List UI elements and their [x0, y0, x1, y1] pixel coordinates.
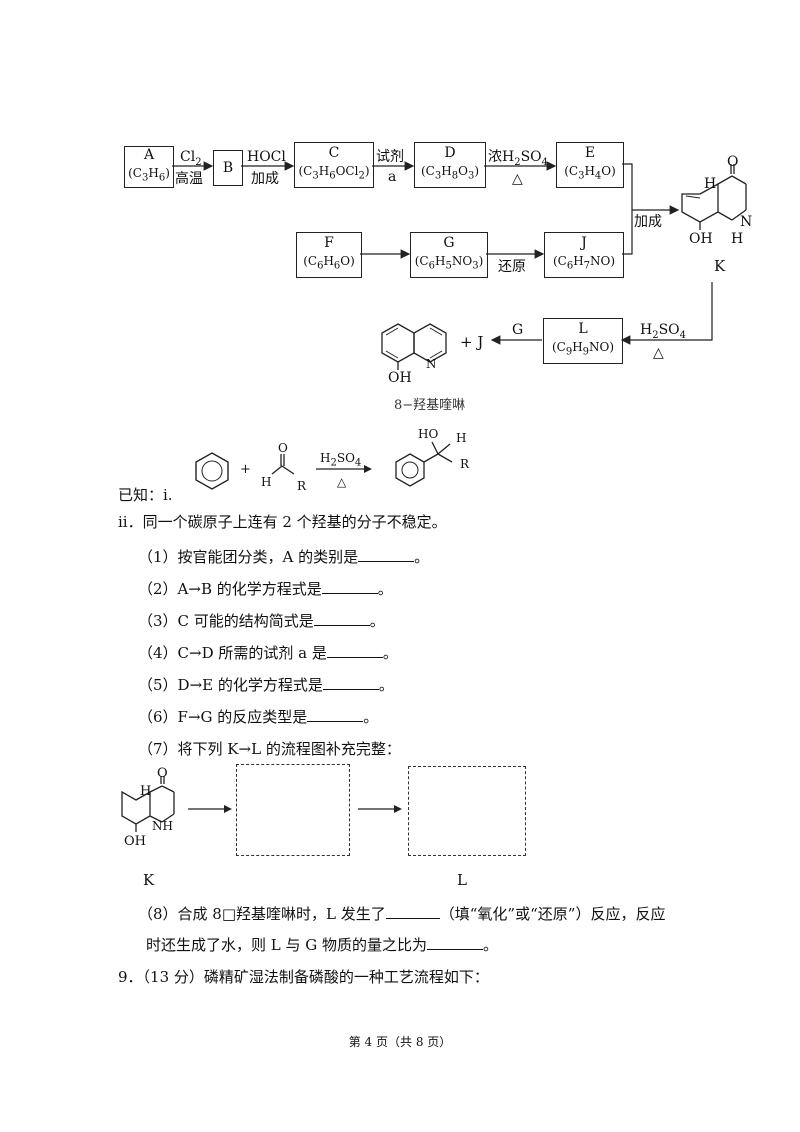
- k-label: K: [714, 257, 726, 275]
- known-arrow: [316, 465, 372, 473]
- compound-c-name: C: [328, 145, 340, 162]
- compound-l-formula: (C9H9NO): [551, 340, 615, 358]
- compound-g-name: G: [443, 235, 455, 252]
- arrow-a-b-top-label: Cl2: [180, 149, 202, 168]
- arrow-d-e-top-label: 浓H2SO4: [488, 149, 549, 168]
- compound-a-formula: (C3H6): [128, 166, 170, 184]
- arrow-c-d-top-label: 试剂: [376, 149, 404, 165]
- question-2: （2）A→B 的化学方程式是。: [138, 580, 393, 598]
- connector-e-j: [622, 163, 633, 255]
- aldehyde-o: O: [278, 441, 288, 455]
- compound-l-name: L: [578, 321, 588, 338]
- compound-f-formula: (C6H6O): [303, 254, 355, 272]
- compound-d-name: D: [444, 145, 456, 162]
- aldehyde-r: R: [297, 479, 307, 493]
- compound-e-formula: (C3H4O): [564, 164, 616, 182]
- answer-blank-8b[interactable]: [427, 949, 484, 950]
- answer-blank-1[interactable]: [358, 561, 415, 562]
- answer-blank-3[interactable]: [313, 625, 370, 626]
- k-small-h: H: [140, 784, 152, 799]
- compound-c-formula: (C3H6OCl2): [298, 164, 370, 182]
- question-3: （3）C 可能的结构简式是。: [138, 612, 385, 630]
- flow-arrows: [172, 161, 713, 345]
- compound-box-c: C (C3H6OCl2): [294, 142, 374, 188]
- arrow-a-b-bottom-label: 高温: [175, 171, 203, 187]
- arrow-b-c-top-label: HOCl: [247, 149, 286, 165]
- k-mol-h: H: [704, 176, 717, 192]
- answer-blank-6[interactable]: [307, 721, 364, 722]
- compound-d-formula: (C3H8O3): [421, 164, 479, 182]
- compound-box-a: A (C3H6): [124, 146, 174, 188]
- arrow-g-j-bottom-label: 还原: [498, 259, 526, 275]
- question-4: （4）C→D 所需的试剂 a 是。: [138, 644, 398, 662]
- arrow-k-l: [620, 282, 713, 345]
- quinoline-n: N: [426, 357, 437, 371]
- intermediate-box-1[interactable]: [236, 764, 350, 856]
- compound-e-name: E: [584, 145, 596, 162]
- aldehyde-structure: [271, 454, 295, 475]
- arrow-l-product-top-label: G: [512, 322, 524, 338]
- compound-box-g: G (C6H5NO3): [410, 232, 488, 278]
- known-ii: ii．同一个碳原子上连有 2 个羟基的分子不稳定。: [118, 513, 447, 531]
- compound-f-name: F: [324, 235, 334, 252]
- quinoline-molecule: [381, 323, 447, 370]
- intermediate-box-2[interactable]: [408, 766, 526, 856]
- aldehyde-h: H: [261, 475, 272, 489]
- compound-a-name: A: [143, 147, 155, 164]
- k-l-arrow-2: [358, 805, 402, 813]
- page-footer: 第 4 页（共 8 页）: [348, 1035, 452, 1049]
- product-name: 8−羟基喹啉: [394, 398, 466, 413]
- k-scheme-k-label: K: [143, 871, 155, 889]
- question-1: （1）按官能团分类，A 的类别是。: [138, 548, 430, 566]
- known-product-ho: HO: [418, 427, 439, 441]
- known-plus: +: [240, 462, 251, 477]
- k-small-oh: OH: [124, 834, 146, 849]
- known-product-r: R: [460, 457, 470, 471]
- answer-blank-8a[interactable]: [385, 918, 440, 919]
- compound-box-b: B: [213, 150, 243, 186]
- arrow-b-c-bottom-label: 加成: [251, 171, 279, 187]
- k-mol-oh: OH: [689, 231, 713, 247]
- question-7: （7）将下列 K→L 的流程图补充完整：: [138, 740, 401, 758]
- arrow-c-d-bottom-label: a: [388, 169, 397, 185]
- known-arrow-bottom: △: [337, 475, 347, 489]
- compound-box-e: E (C3H4O): [556, 142, 624, 188]
- compound-b-name: B: [222, 160, 234, 176]
- k-l-arrow-1: [188, 805, 232, 813]
- question-5: （5）D→E 的化学方程式是。: [138, 676, 394, 694]
- k-small-nh: NH: [152, 819, 173, 833]
- arrow-d-e-bottom-label: △: [512, 171, 523, 187]
- arrow-k-l-top-label: H2SO4: [640, 322, 687, 341]
- question-8-line-2: 时还生成了水，则 L 与 G 物质的量之比为。: [146, 936, 499, 954]
- compound-j-formula: (C6H7NO): [552, 254, 616, 272]
- answer-blank-5[interactable]: [322, 689, 379, 690]
- k-structure-small: [121, 776, 175, 832]
- product-plus-j: + J: [460, 333, 484, 351]
- compound-box-j: J (C6H7NO): [544, 232, 624, 278]
- question-9: 9．（13 分）磷精矿湿法制备磷酸的一种工艺流程如下：: [118, 968, 489, 986]
- quinoline-oh: OH: [388, 370, 412, 386]
- k-mol-nh-h: H: [731, 231, 744, 247]
- compound-box-l: L (C9H9NO): [543, 318, 623, 364]
- arrow-k-l-bottom-label: △: [653, 345, 664, 361]
- compound-g-formula: (C6H5NO3): [414, 254, 484, 272]
- known-product-structure: [395, 441, 453, 487]
- compound-box-f: F (C6H6O): [296, 232, 362, 278]
- compound-box-d: D (C3H8O3): [414, 142, 486, 188]
- question-6: （6）F→G 的反应类型是。: [138, 708, 379, 726]
- answer-blank-2[interactable]: [321, 593, 378, 594]
- k-molecule: [681, 164, 747, 230]
- known-label: 已知：i.: [118, 486, 173, 504]
- k-mol-n: N: [740, 214, 753, 230]
- k-small-o: O: [157, 766, 168, 781]
- answer-blank-4[interactable]: [326, 657, 383, 658]
- question-8-line-1: （8）合成 8□羟基喹啉时，L 发生了（填“氧化”或“还原”）反应，反应: [138, 905, 666, 923]
- compound-j-name: J: [581, 235, 587, 252]
- k-scheme-l-label: L: [457, 871, 467, 889]
- benzene-icon: [195, 452, 229, 490]
- known-product-h: H: [456, 431, 467, 445]
- k-mol-o: O: [727, 154, 739, 170]
- known-arrow-top: H2SO4: [320, 451, 362, 469]
- arrow-ej-k-label: 加成: [634, 214, 662, 230]
